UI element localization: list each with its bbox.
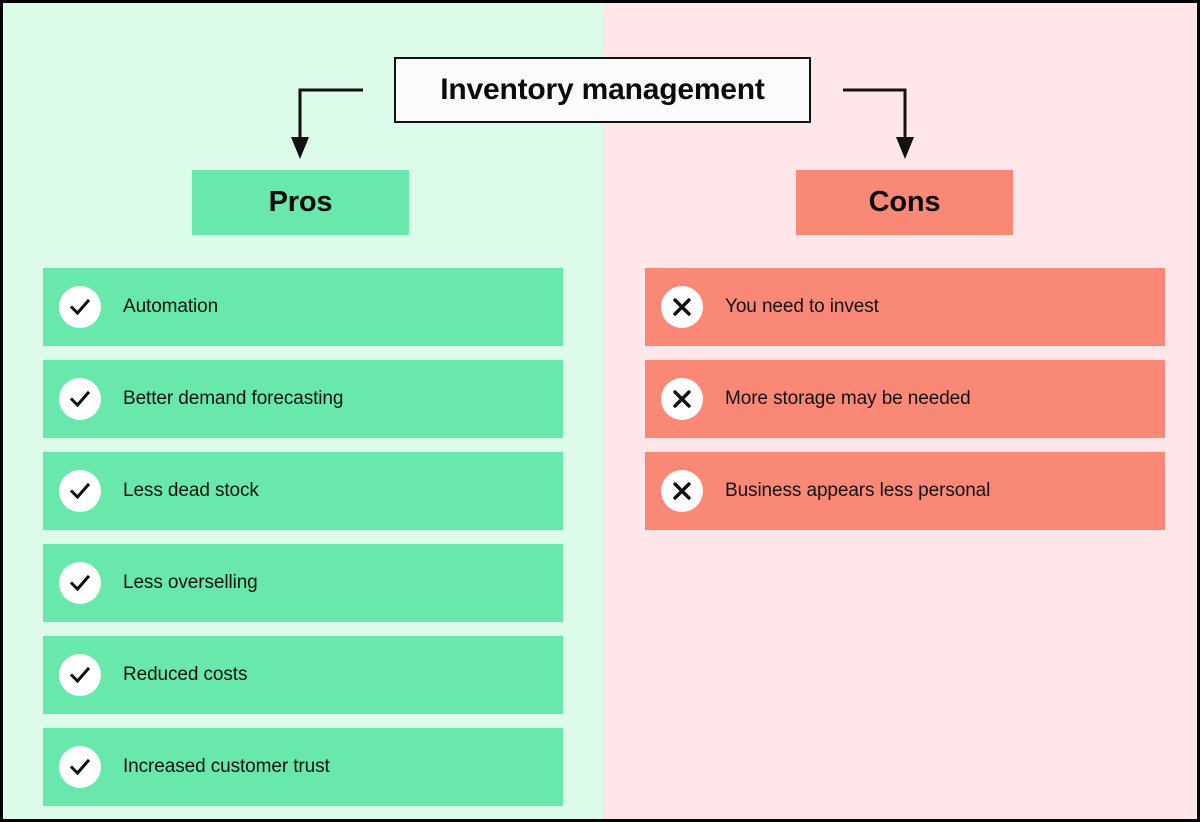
pros-list-item-label: Increased customer trust bbox=[123, 756, 330, 777]
cons-heading-label: Cons bbox=[868, 186, 941, 218]
pros-list-item: Reduced costs bbox=[43, 636, 563, 714]
cons-list-item: More storage may be needed bbox=[645, 360, 1165, 438]
check-icon bbox=[59, 562, 101, 604]
x-icon bbox=[661, 470, 703, 512]
cons-list: You need to invest More storage may be n… bbox=[645, 268, 1165, 530]
cons-list-item-label: More storage may be needed bbox=[725, 388, 971, 409]
x-icon bbox=[661, 286, 703, 328]
pros-heading-box: Pros bbox=[192, 170, 409, 235]
pros-list-item: Better demand forecasting bbox=[43, 360, 563, 438]
check-icon bbox=[59, 470, 101, 512]
check-icon bbox=[59, 378, 101, 420]
check-icon bbox=[59, 746, 101, 788]
check-icon bbox=[59, 654, 101, 696]
pros-list-item: Automation bbox=[43, 268, 563, 346]
pros-list-item-label: Less overselling bbox=[123, 572, 258, 593]
pros-list-item: Less overselling bbox=[43, 544, 563, 622]
cons-list-item: You need to invest bbox=[645, 268, 1165, 346]
connector-arrows bbox=[291, 88, 914, 159]
pros-list-item-label: Less dead stock bbox=[123, 480, 259, 501]
pros-heading-label: Pros bbox=[268, 186, 333, 218]
check-icon bbox=[59, 286, 101, 328]
cons-heading-box: Cons bbox=[796, 170, 1013, 235]
x-icon bbox=[661, 378, 703, 420]
pros-list-item-label: Automation bbox=[123, 296, 219, 317]
pros-list-item: Less dead stock bbox=[43, 452, 563, 530]
diagram-title-box: Inventory management bbox=[394, 57, 811, 123]
pros-list-item-label: Better demand forecasting bbox=[123, 388, 344, 409]
cons-list-item: Business appears less personal bbox=[645, 452, 1165, 530]
pros-list-item-label: Reduced costs bbox=[123, 664, 248, 685]
diagram-title: Inventory management bbox=[440, 73, 765, 106]
cons-list-item-label: Business appears less personal bbox=[725, 480, 991, 501]
pros-list: Automation Better demand forecasting Les… bbox=[43, 268, 563, 806]
pros-list-item: Increased customer trust bbox=[43, 728, 563, 806]
cons-list-item-label: You need to invest bbox=[725, 296, 879, 317]
